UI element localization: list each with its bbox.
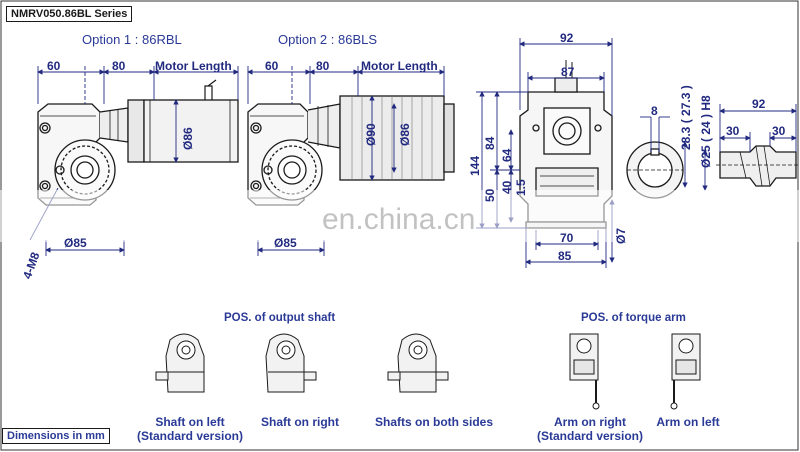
dim-shaft-92: 92 — [752, 97, 766, 111]
series-title: NMRV050.86BL Series — [6, 6, 133, 22]
dim-side-87: 87 — [561, 65, 575, 79]
pos-shaft-right-illustration — [265, 333, 317, 393]
caption-shaft-left-line1: Shaft on left — [155, 415, 225, 429]
caption-shafts-both: Shafts on both sides — [364, 415, 504, 429]
option2-label: Option 2 : 86BLS — [278, 32, 378, 47]
dim-side-144: 144 — [468, 155, 482, 176]
pos-shaft-both-illustration — [387, 333, 449, 393]
pos-arm-right-illustration — [569, 333, 600, 410]
watermark-band — [0, 190, 800, 242]
dim-shaft-30-left: 30 — [726, 124, 740, 138]
caption-arm-right-line2: (Standard version) — [536, 429, 644, 443]
dim-o1-phi85: Ø85 — [64, 236, 87, 250]
option1-motor — [127, 79, 239, 163]
dim-bore-28-3: 28.3 ( 27.3 ) — [679, 85, 693, 150]
caption-arm-left: Arm on left — [648, 415, 728, 429]
dim-side-40: 40 — [500, 180, 514, 194]
caption-shafts-both-line1: Shafts on both sides — [374, 415, 493, 429]
dim-bore-8: 8 — [651, 104, 658, 118]
pos-output-shaft-title: POS. of output shaft — [224, 312, 336, 324]
dim-side-1-5: 1.5 — [514, 179, 528, 196]
watermark-text: en.china.cn — [322, 203, 476, 236]
dim-side-50: 50 — [483, 188, 497, 202]
pos-arm-left-illustration — [670, 333, 701, 410]
caption-shaft-right: Shaft on right — [250, 415, 350, 429]
dim-o2-phi85: Ø85 — [274, 236, 297, 250]
dim-o2-phi86: Ø86 — [398, 123, 412, 146]
option1-label: Option 1 : 86RBL — [82, 32, 182, 47]
output-shaft — [716, 145, 798, 187]
dim-shaft-30-right: 30 — [772, 124, 786, 138]
dim-o2-80: 80 — [316, 59, 330, 73]
dim-side-92: 92 — [560, 31, 574, 45]
dim-side-64: 64 — [500, 148, 514, 162]
option2-gearbox — [247, 103, 341, 206]
dim-o1-60: 60 — [47, 59, 61, 73]
dim-side-84: 84 — [483, 136, 497, 150]
dim-o1-80: 80 — [112, 59, 126, 73]
bore-detail — [626, 141, 684, 199]
option2-motor — [339, 95, 455, 181]
dim-o2-60: 60 — [265, 59, 279, 73]
caption-shaft-left: Shaft on left (Standard version) — [130, 415, 250, 443]
pos-torque-arm-title: POS. of torque arm — [581, 312, 686, 324]
units-note: Dimensions in mm — [2, 428, 110, 444]
pos-shaft-left-illustration — [155, 333, 205, 393]
caption-shaft-right-line1: Shaft on right — [261, 415, 339, 429]
dim-bore-phi25: Ø25 ( 24 ) H8 — [699, 95, 713, 168]
dim-o1-phi86: Ø86 — [181, 127, 195, 150]
dim-side-phi7: Ø7 — [614, 227, 628, 244]
dim-side-85: 85 — [558, 249, 572, 263]
caption-shaft-left-line2: (Standard version) — [136, 429, 244, 443]
dim-o2-phi90: Ø90 — [364, 123, 378, 146]
caption-arm-right: Arm on right (Standard version) — [528, 415, 652, 443]
dim-side-70: 70 — [560, 231, 574, 245]
dim-o2-motor-length: Motor Length — [361, 59, 438, 73]
caption-arm-right-line1: Arm on right — [554, 415, 626, 429]
dim-o1-motor-length: Motor Length — [155, 59, 232, 73]
caption-arm-left-line1: Arm on left — [656, 415, 720, 429]
option1-gearbox — [37, 103, 129, 206]
